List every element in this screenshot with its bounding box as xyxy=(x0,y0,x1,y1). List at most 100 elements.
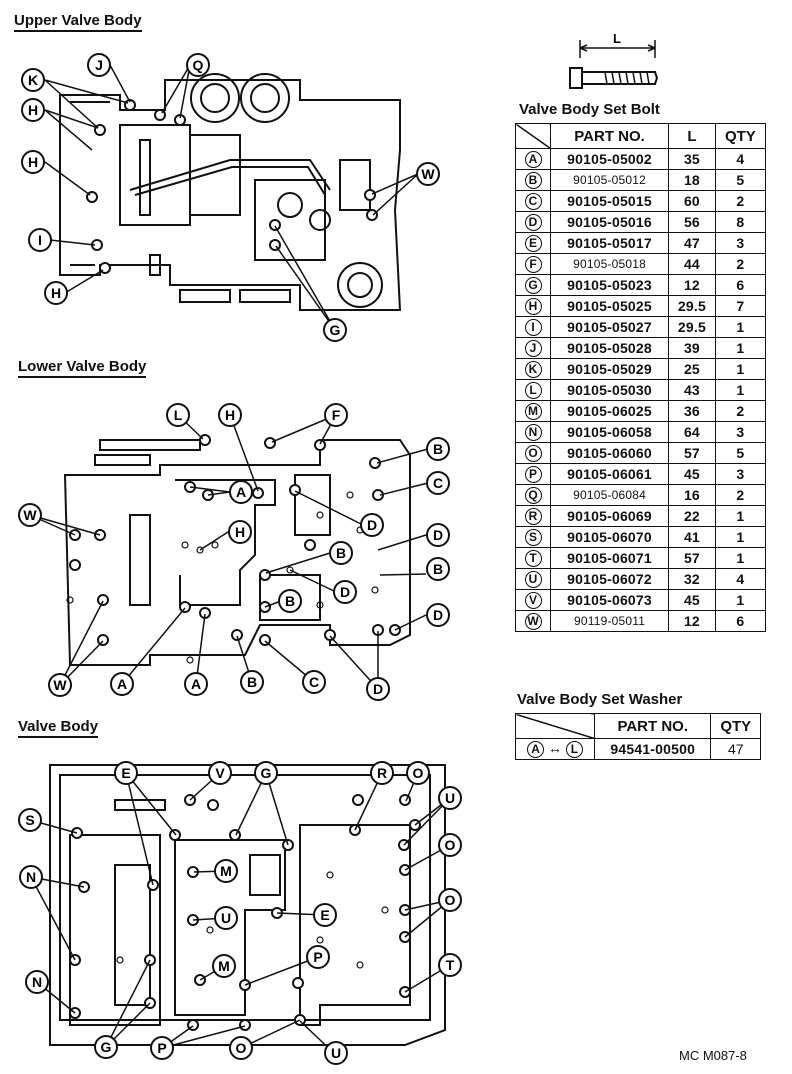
callout-q: Q xyxy=(186,53,210,77)
bolt-qty: 2 xyxy=(714,253,767,275)
washer-table-title: Valve Body Set Washer xyxy=(517,691,683,708)
svg-text:U: U xyxy=(445,790,455,806)
bolt-code: M xyxy=(515,400,551,422)
bolt-part-number: 90119-05011 xyxy=(549,610,670,632)
bolt-qty: 1 xyxy=(714,589,767,611)
callout-e: E xyxy=(313,903,337,927)
bolt-qty: 2 xyxy=(714,400,767,422)
bolt-table-corner xyxy=(515,123,551,149)
svg-text:A: A xyxy=(236,484,246,500)
bolt-qty: 3 xyxy=(714,463,767,485)
svg-text:N: N xyxy=(32,974,42,990)
bolt-length: 41 xyxy=(668,526,716,548)
bolt-length: 16 xyxy=(668,484,716,506)
svg-text:D: D xyxy=(340,584,350,600)
bolt-part-number: 90105-06072 xyxy=(549,568,670,590)
bolt-qty: 5 xyxy=(714,169,767,191)
svg-text:G: G xyxy=(101,1039,112,1055)
callout-d: D xyxy=(426,523,450,547)
valve-body-title: Valve Body xyxy=(18,718,99,738)
callout-o: O xyxy=(438,833,462,857)
svg-text:L: L xyxy=(174,407,183,423)
upper-callouts: K J Q H H I H W G xyxy=(21,53,440,342)
callout-h: H xyxy=(44,281,68,305)
lower-valve-body-diagram: L H F B C A D D W H B B D B D W A A B C … xyxy=(18,403,450,701)
upper-valve-body-diagram: K J Q H H I H W G xyxy=(21,53,440,342)
callout-p: P xyxy=(150,1036,174,1060)
bolt-length: 29.5 xyxy=(668,295,716,317)
bolt-code-letter: W xyxy=(524,613,542,630)
bolt-qty: 1 xyxy=(714,526,767,548)
bolt-code-letter: J xyxy=(524,340,542,357)
upper-valve-body-title: Upper Valve Body xyxy=(14,12,142,32)
bolt-code: L xyxy=(515,379,551,401)
washer-part-no-header: PART NO. xyxy=(593,713,712,739)
bolt-qty: 3 xyxy=(714,421,767,443)
callout-j: J xyxy=(87,53,111,77)
callout-m: M xyxy=(214,859,238,883)
valve-callouts: E V G R O U S O M N E U O P M N T G P O … xyxy=(18,761,462,1065)
double-arrow-icon: ↔ xyxy=(548,740,562,756)
svg-text:U: U xyxy=(331,1045,341,1061)
length-label: L xyxy=(613,31,621,46)
bolt-code-letter: O xyxy=(524,445,542,462)
bolt-code: Q xyxy=(515,484,551,506)
bolt-code: S xyxy=(515,526,551,548)
bolt-qty: 1 xyxy=(714,316,767,338)
washer-qty: 47 xyxy=(710,738,761,760)
bolt-length: 64 xyxy=(668,421,716,443)
callout-d: D xyxy=(360,513,384,537)
washer-table-header-row: PART NO. QTY xyxy=(515,713,761,739)
bolt-code-letter: L xyxy=(524,382,542,399)
bolt-part-number: 90105-06084 xyxy=(549,484,670,506)
bolt-code: F xyxy=(515,253,551,275)
svg-text:F: F xyxy=(332,407,341,423)
callout-g: G xyxy=(323,318,347,342)
bolt-qty: 1 xyxy=(714,505,767,527)
range-from-code: A xyxy=(527,741,545,758)
bolt-part-number: 90105-05015 xyxy=(549,190,670,212)
bolt-length: 43 xyxy=(668,379,716,401)
bolt-code: R xyxy=(515,505,551,527)
callout-b: B xyxy=(426,437,450,461)
bolt-part-number: 90105-05027 xyxy=(549,316,670,338)
callout-c: C xyxy=(426,471,450,495)
bolt-length: 12 xyxy=(668,274,716,296)
callout-b: B xyxy=(240,670,264,694)
bolt-part-number: 90105-06058 xyxy=(549,421,670,443)
callout-f: F xyxy=(324,403,348,427)
bolt-code: J xyxy=(515,337,551,359)
bolt-part-number: 90105-06061 xyxy=(549,463,670,485)
part-no-header: PART NO. xyxy=(549,123,670,149)
bolt-length: 47 xyxy=(668,232,716,254)
svg-text:D: D xyxy=(433,607,443,623)
callout-g: G xyxy=(254,761,278,785)
bolt-code-letter: K xyxy=(524,361,542,378)
svg-text:A: A xyxy=(191,676,201,692)
lower-callouts: L H F B C A D D W H B B D B D W A A B C … xyxy=(18,403,450,701)
bolt-code-letter: Q xyxy=(524,487,542,504)
bolt-part-number: 90105-06070 xyxy=(549,526,670,548)
svg-text:V: V xyxy=(215,765,225,781)
svg-text:M: M xyxy=(220,863,232,879)
svg-text:H: H xyxy=(28,102,38,118)
svg-text:B: B xyxy=(336,545,346,561)
bolt-code-letter: H xyxy=(524,298,542,315)
callout-n: N xyxy=(25,970,49,994)
bolt-code: I xyxy=(515,316,551,338)
svg-text:B: B xyxy=(285,593,295,609)
bolt-qty: 2 xyxy=(714,484,767,506)
qty-header: QTY xyxy=(714,123,767,149)
svg-text:O: O xyxy=(413,765,424,781)
bolt-code-letter: M xyxy=(524,403,542,420)
svg-text:T: T xyxy=(446,957,455,973)
svg-text:H: H xyxy=(51,285,61,301)
bolt-length: 18 xyxy=(668,169,716,191)
